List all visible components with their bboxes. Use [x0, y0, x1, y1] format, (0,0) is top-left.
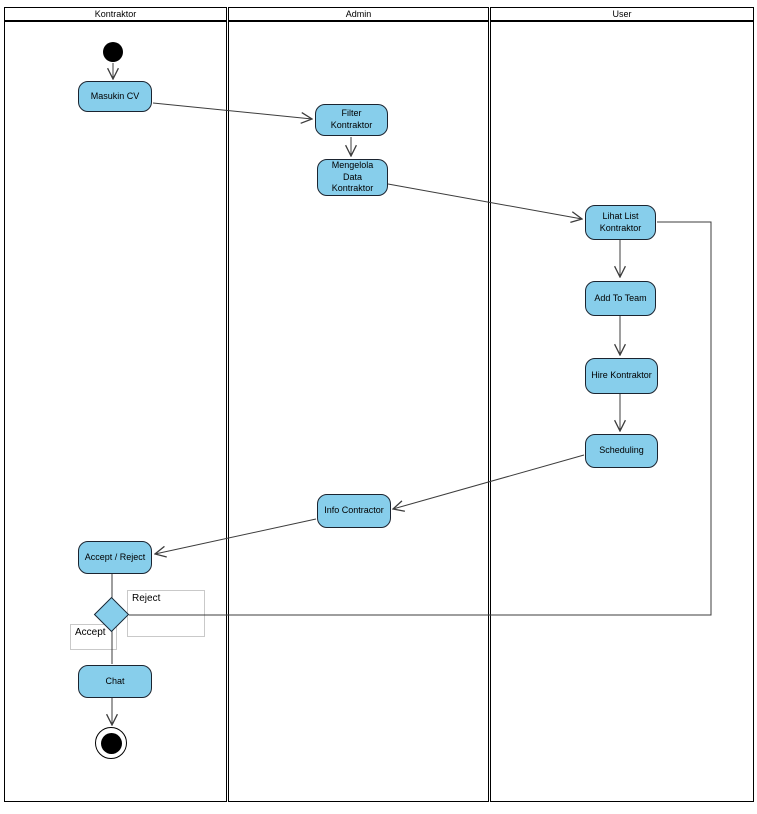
edge-label-accept: Accept [70, 624, 117, 650]
activity-chat: Chat [78, 665, 152, 698]
lane-header-user: User [491, 8, 753, 22]
activity-lihat-list-kontraktor: Lihat List Kontraktor [585, 205, 656, 240]
lane-title-admin: Admin [345, 8, 372, 19]
edge-label-reject: Reject [127, 590, 205, 637]
final-node [95, 727, 127, 759]
lane-header-kontraktor: Kontraktor [5, 8, 226, 22]
lane-title-user: User [612, 8, 632, 19]
edge-label-accept-text: Accept [75, 627, 106, 638]
activity-mengelola-data-kontraktor: Mengelola Data Kontraktor [317, 159, 388, 196]
activity-add-to-team: Add To Team [585, 281, 656, 316]
edge-label-reject-text: Reject [132, 593, 161, 604]
activity-accept-reject: Accept / Reject [78, 541, 152, 574]
activity-hire-kontraktor: Hire Kontraktor [585, 358, 658, 394]
activity-masukin-cv: Masukin CV [78, 81, 152, 112]
activity-info-contractor: Info Contractor [317, 494, 391, 528]
activity-scheduling: Scheduling [585, 434, 658, 468]
activity-filter-kontraktor: Filter Kontraktor [315, 104, 388, 136]
swimlane-user: User [490, 7, 754, 802]
initial-node [103, 42, 123, 62]
lane-title-kontraktor: Kontraktor [94, 8, 137, 19]
lane-header-admin: Admin [229, 8, 488, 22]
final-node-inner-circle [100, 732, 122, 754]
